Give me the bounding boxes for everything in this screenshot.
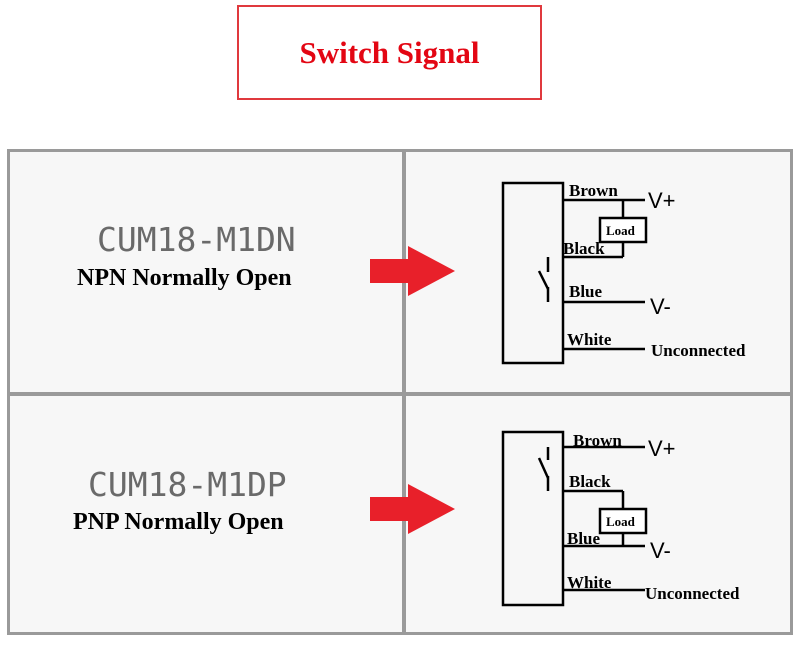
blue-label: Blue bbox=[567, 529, 601, 548]
load-box bbox=[598, 216, 648, 244]
arrow-right-icon bbox=[370, 246, 455, 296]
white-label: White bbox=[567, 330, 612, 349]
black-label: Black bbox=[569, 472, 611, 491]
brown-label: Brown bbox=[569, 181, 618, 200]
black-label: Black bbox=[563, 239, 605, 258]
load-label: Load bbox=[606, 223, 636, 238]
page-title: Switch Signal bbox=[299, 34, 480, 70]
switch-contact-icon bbox=[537, 447, 550, 491]
vminus-label: V- bbox=[650, 538, 671, 563]
brown-label: Brown bbox=[573, 431, 622, 450]
model-npn: CUM18-M1DN bbox=[97, 220, 296, 259]
pnp-diagram bbox=[501, 430, 648, 607]
sensor-body bbox=[501, 181, 565, 365]
wiring-table bbox=[7, 149, 793, 635]
arrow-right-icon bbox=[370, 484, 455, 534]
npn-diagram bbox=[501, 181, 648, 365]
blue-label: Blue bbox=[569, 282, 603, 301]
sensor-body bbox=[501, 430, 565, 607]
unconnected-label: Unconnected bbox=[645, 584, 740, 603]
table-divider-horizontal bbox=[10, 392, 790, 396]
vplus-label: V+ bbox=[648, 436, 676, 461]
white-label: White bbox=[567, 573, 612, 592]
title-box: Switch Signal bbox=[237, 5, 542, 100]
vplus-label: V+ bbox=[648, 188, 676, 213]
description-npn: NPN Normally Open bbox=[77, 265, 292, 291]
load-label: Load bbox=[606, 514, 636, 529]
switch-contact-icon bbox=[537, 257, 550, 302]
description-pnp: PNP Normally Open bbox=[73, 509, 284, 535]
model-pnp: CUM18-M1DP bbox=[88, 465, 287, 504]
vminus-label: V- bbox=[650, 294, 671, 319]
unconnected-label: Unconnected bbox=[651, 341, 746, 360]
